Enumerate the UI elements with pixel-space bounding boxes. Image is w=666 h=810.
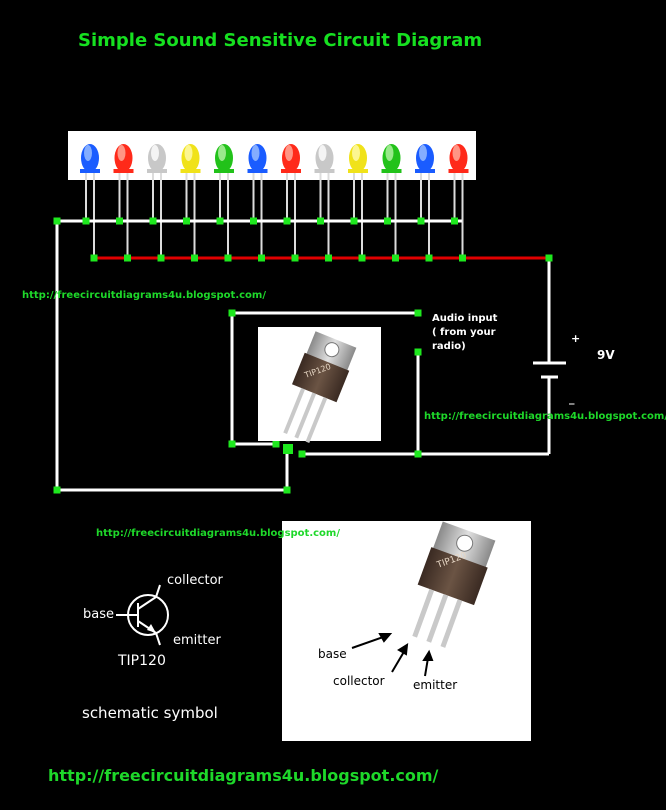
junction-node — [228, 440, 236, 448]
battery-plus: + — [571, 332, 581, 345]
led-anode-node — [417, 217, 425, 225]
audio-input-label: Audio input ( from your radio) — [432, 312, 497, 354]
watermark-url-3[interactable]: http://freecircuitdiagrams4u.blogspot.co… — [96, 528, 340, 539]
led-anode-node — [250, 217, 257, 225]
pinout-collector-label: collector — [333, 674, 385, 688]
led-green — [214, 144, 234, 173]
page-title: Simple Sound Sensitive Circuit Diagram — [78, 30, 483, 51]
symbol-model-label: TIP120 — [118, 653, 166, 669]
led-red — [113, 144, 134, 173]
led-cathode-node — [392, 254, 399, 262]
led-cathode-node — [291, 254, 299, 262]
led-anode-node — [149, 217, 157, 225]
led-cathode-node — [224, 254, 232, 262]
junction-node — [283, 486, 291, 494]
led-cathode-node — [157, 254, 165, 262]
led-anode-node — [317, 217, 324, 225]
led-anode-node — [82, 217, 90, 225]
audio-input-line2: ( from your — [432, 327, 496, 338]
led-anode-node — [216, 217, 224, 225]
led-green — [381, 144, 402, 173]
audio-input-line1: Audio input — [432, 313, 498, 324]
symbol-base-label: base — [83, 607, 114, 622]
junction-node — [53, 486, 61, 494]
led-red — [281, 144, 301, 173]
led-cathode-node — [358, 254, 366, 262]
transistor-pin-node — [283, 444, 293, 454]
battery-minus: _ — [569, 392, 575, 405]
led-white — [314, 144, 335, 173]
led-cathode-node — [325, 254, 332, 262]
battery-voltage: 9V — [597, 348, 615, 362]
led-blue — [247, 144, 268, 173]
transistor-schematic-symbol — [116, 584, 169, 646]
symbol-collector-label: collector — [167, 573, 223, 588]
junction-node — [545, 254, 553, 262]
led-red — [448, 144, 469, 173]
led-blue — [415, 144, 435, 173]
led-cathode-node — [459, 254, 466, 262]
watermark-url-2[interactable]: http://freecircuitdiagrams4u.blogspot.co… — [424, 411, 666, 422]
junction-node — [272, 440, 280, 448]
junction-node — [414, 450, 422, 458]
transistor-photo — [258, 327, 381, 444]
junction-nodes — [53, 217, 553, 494]
led-cathode-node — [90, 254, 98, 262]
led-anode-node — [116, 217, 123, 225]
led-yellow — [348, 144, 368, 173]
footer-url[interactable]: http://freecircuitdiagrams4u.blogspot.co… — [48, 766, 439, 785]
led-legs — [85, 173, 464, 258]
led-anode-node — [283, 217, 291, 225]
led-anode-node — [451, 217, 458, 225]
led-anode-node — [384, 217, 391, 225]
led-white — [147, 144, 167, 173]
junction-node — [298, 450, 306, 458]
symbol-emitter-label: emitter — [173, 633, 221, 648]
led-anode-node — [183, 217, 190, 225]
watermark-url-1[interactable]: http://freecircuitdiagrams4u.blogspot.co… — [22, 290, 266, 301]
battery-symbol — [533, 361, 566, 379]
led-array — [80, 144, 469, 173]
led-cathode-node — [258, 254, 265, 262]
audio-input-line3: radio) — [432, 341, 466, 352]
junction-node — [53, 217, 61, 225]
junction-node — [414, 348, 422, 356]
led-anode-node — [350, 217, 358, 225]
pinout-emitter-label: emitter — [413, 678, 458, 692]
symbol-caption: schematic symbol — [82, 704, 218, 722]
led-strip-background — [68, 131, 476, 180]
junction-node — [414, 309, 422, 317]
pinout-photo — [282, 521, 531, 741]
pinout-base-label: base — [318, 647, 347, 661]
junction-node — [228, 309, 236, 317]
led-blue — [80, 144, 100, 173]
led-yellow — [180, 144, 201, 173]
led-cathode-node — [425, 254, 433, 262]
led-cathode-node — [124, 254, 131, 262]
led-cathode-node — [191, 254, 198, 262]
wires — [55, 219, 551, 492]
